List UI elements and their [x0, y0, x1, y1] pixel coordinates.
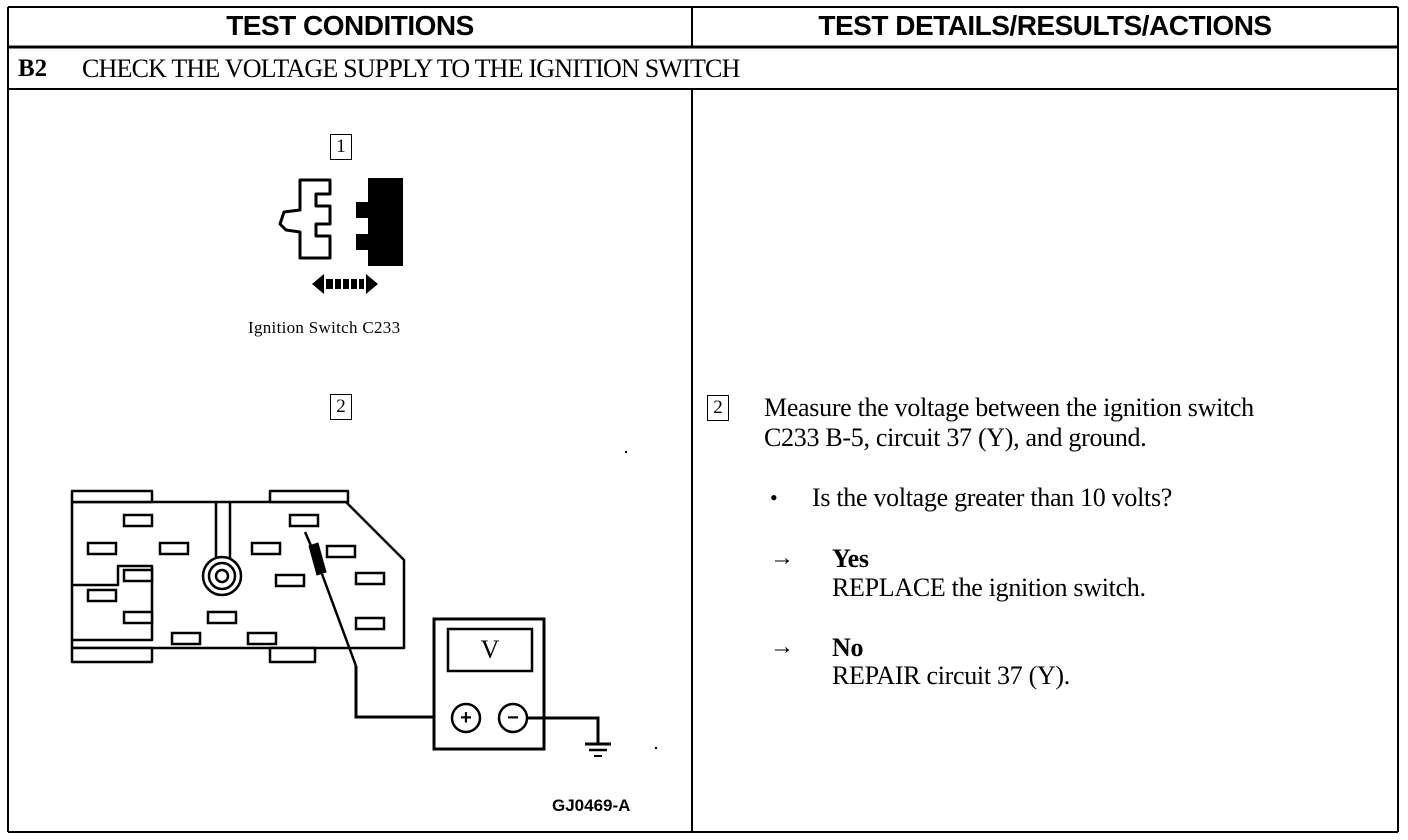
minus-terminal-symbol: −	[507, 707, 519, 729]
yes-arrow-icon: →	[770, 545, 794, 571]
figure-id: GJ0469-A	[552, 796, 631, 815]
step-title: CHECK THE VOLTAGE SUPPLY TO THE IGNITION…	[82, 54, 740, 83]
connector-caption: Ignition Switch C233	[248, 318, 401, 337]
no-action: REPAIR circuit 37 (Y).	[832, 661, 1070, 690]
terminal-slots	[86, 513, 386, 646]
instruction-line-2: C233 B-5, circuit 37 (Y), and ground.	[764, 423, 1147, 452]
connector-disconnect-icon	[278, 178, 403, 294]
detail-step-2-number-box: 2	[707, 395, 729, 421]
header-test-details: TEST DETAILS/RESULTS/ACTIONS	[818, 10, 1272, 41]
step-label: B2	[18, 55, 48, 82]
no-label: No	[832, 633, 864, 662]
question-text: Is the voltage greater than 10 volts?	[812, 483, 1172, 512]
question-bullet: •	[770, 485, 778, 510]
header-test-conditions: TEST CONDITIONS	[226, 10, 474, 41]
yes-action: REPLACE the ignition switch.	[832, 573, 1146, 602]
yes-label: Yes	[832, 544, 869, 573]
instruction-line-1: Measure the voltage between the ignition…	[764, 393, 1254, 422]
voltmeter	[432, 617, 546, 751]
voltage-test-diagram	[70, 450, 658, 757]
step-1-number-box: 1	[330, 134, 352, 160]
plus-terminal-symbol: +	[460, 707, 472, 729]
no-arrow-icon: →	[770, 634, 794, 660]
meter-display-symbol: V	[480, 635, 500, 664]
step-2-number-box: 2	[330, 394, 352, 420]
